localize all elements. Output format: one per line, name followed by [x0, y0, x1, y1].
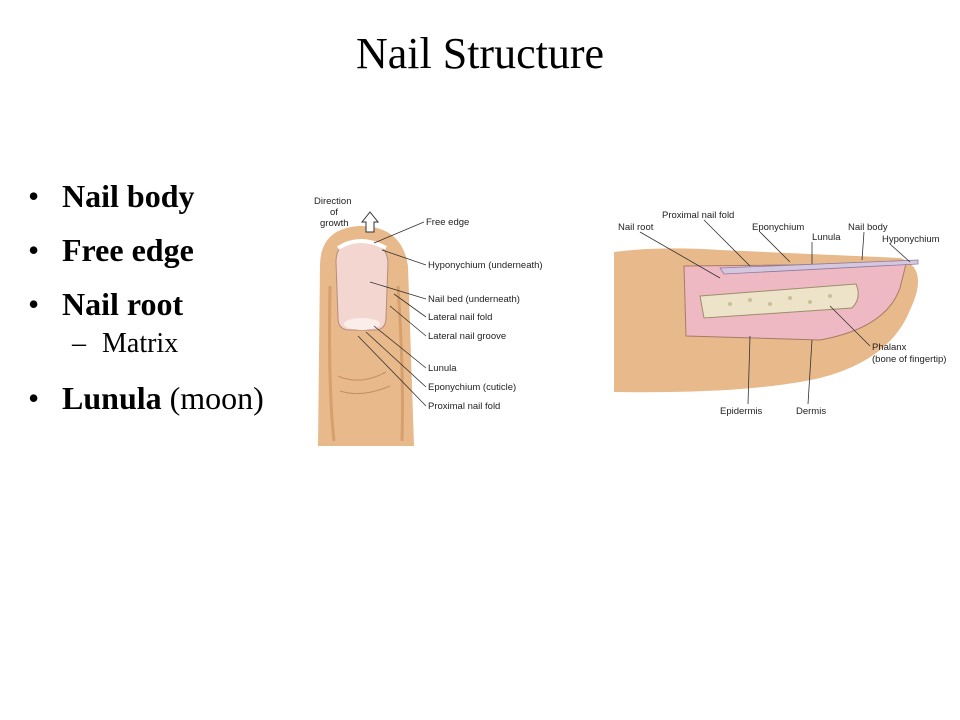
lunula-shape	[344, 318, 380, 330]
label-free-edge: Free edge	[426, 217, 469, 228]
bullet-rest: (moon)	[161, 380, 264, 416]
label-dermis: Dermis	[796, 406, 826, 417]
label-nail-bed: Nail bed (underneath)	[428, 294, 520, 305]
sub-bullet-item: –Matrix	[72, 328, 179, 359]
label-lateral-nail-groove: Lateral nail groove	[428, 331, 506, 342]
direction-label: Direction	[314, 196, 352, 207]
label-lunula: Lunula	[428, 363, 457, 374]
label-hyponychium: Hyponychium	[882, 234, 940, 245]
sub-bullet-text: Matrix	[102, 328, 179, 359]
label-nail-root: Nail root	[618, 222, 654, 233]
label-hyponychium: Hyponychium (underneath)	[428, 260, 543, 271]
nail-cross-section-svg: Nail root Proximal nail fold Eponychium …	[614, 210, 946, 417]
label-lunula: Lunula	[812, 232, 841, 243]
label-proximal-nail-fold: Proximal nail fold	[662, 210, 734, 221]
label-proximal-nail-fold: Proximal nail fold	[428, 401, 500, 412]
label-eponychium: Eponychium (cuticle)	[428, 382, 516, 393]
direction-label: growth	[320, 218, 349, 229]
nail-cross-section-diagram: Nail root Proximal nail fold Eponychium …	[600, 200, 950, 435]
direction-label: of	[330, 207, 338, 218]
nail-top-view-svg: Direction of growth Free edge Hyponychiu…	[314, 196, 543, 446]
phalanx-bone	[699, 283, 859, 319]
bullet-item: •Lunula (moon)	[28, 380, 264, 416]
label-eponychium: Eponychium	[752, 222, 804, 233]
free-edge	[336, 239, 387, 250]
label-phalanx: Phalanx	[872, 342, 907, 353]
label-epidermis: Epidermis	[720, 406, 762, 417]
bullet-bold: Nail body	[62, 178, 195, 214]
bullet-list: •Nail body •Free edge •Nail root –Matrix…	[28, 178, 264, 434]
nail-plate-section	[719, 259, 919, 275]
bullet-item: •Nail body	[28, 178, 195, 214]
label-nail-body: Nail body	[848, 222, 888, 233]
label-lateral-nail-fold: Lateral nail fold	[428, 312, 492, 323]
bullet-item: •Nail root	[28, 286, 184, 322]
label-phalanx-desc: (bone of fingertip)	[872, 354, 946, 365]
growth-arrow	[360, 211, 380, 233]
bullet-bold: Free edge	[62, 232, 194, 268]
bullet-item: •Free edge	[28, 232, 194, 268]
bullet-bold: Lunula	[62, 380, 162, 416]
nail-top-view-diagram: Direction of growth Free edge Hyponychiu…	[290, 186, 580, 521]
bullet-bold: Nail root	[62, 286, 184, 322]
slide-title: Nail Structure	[355, 29, 605, 78]
